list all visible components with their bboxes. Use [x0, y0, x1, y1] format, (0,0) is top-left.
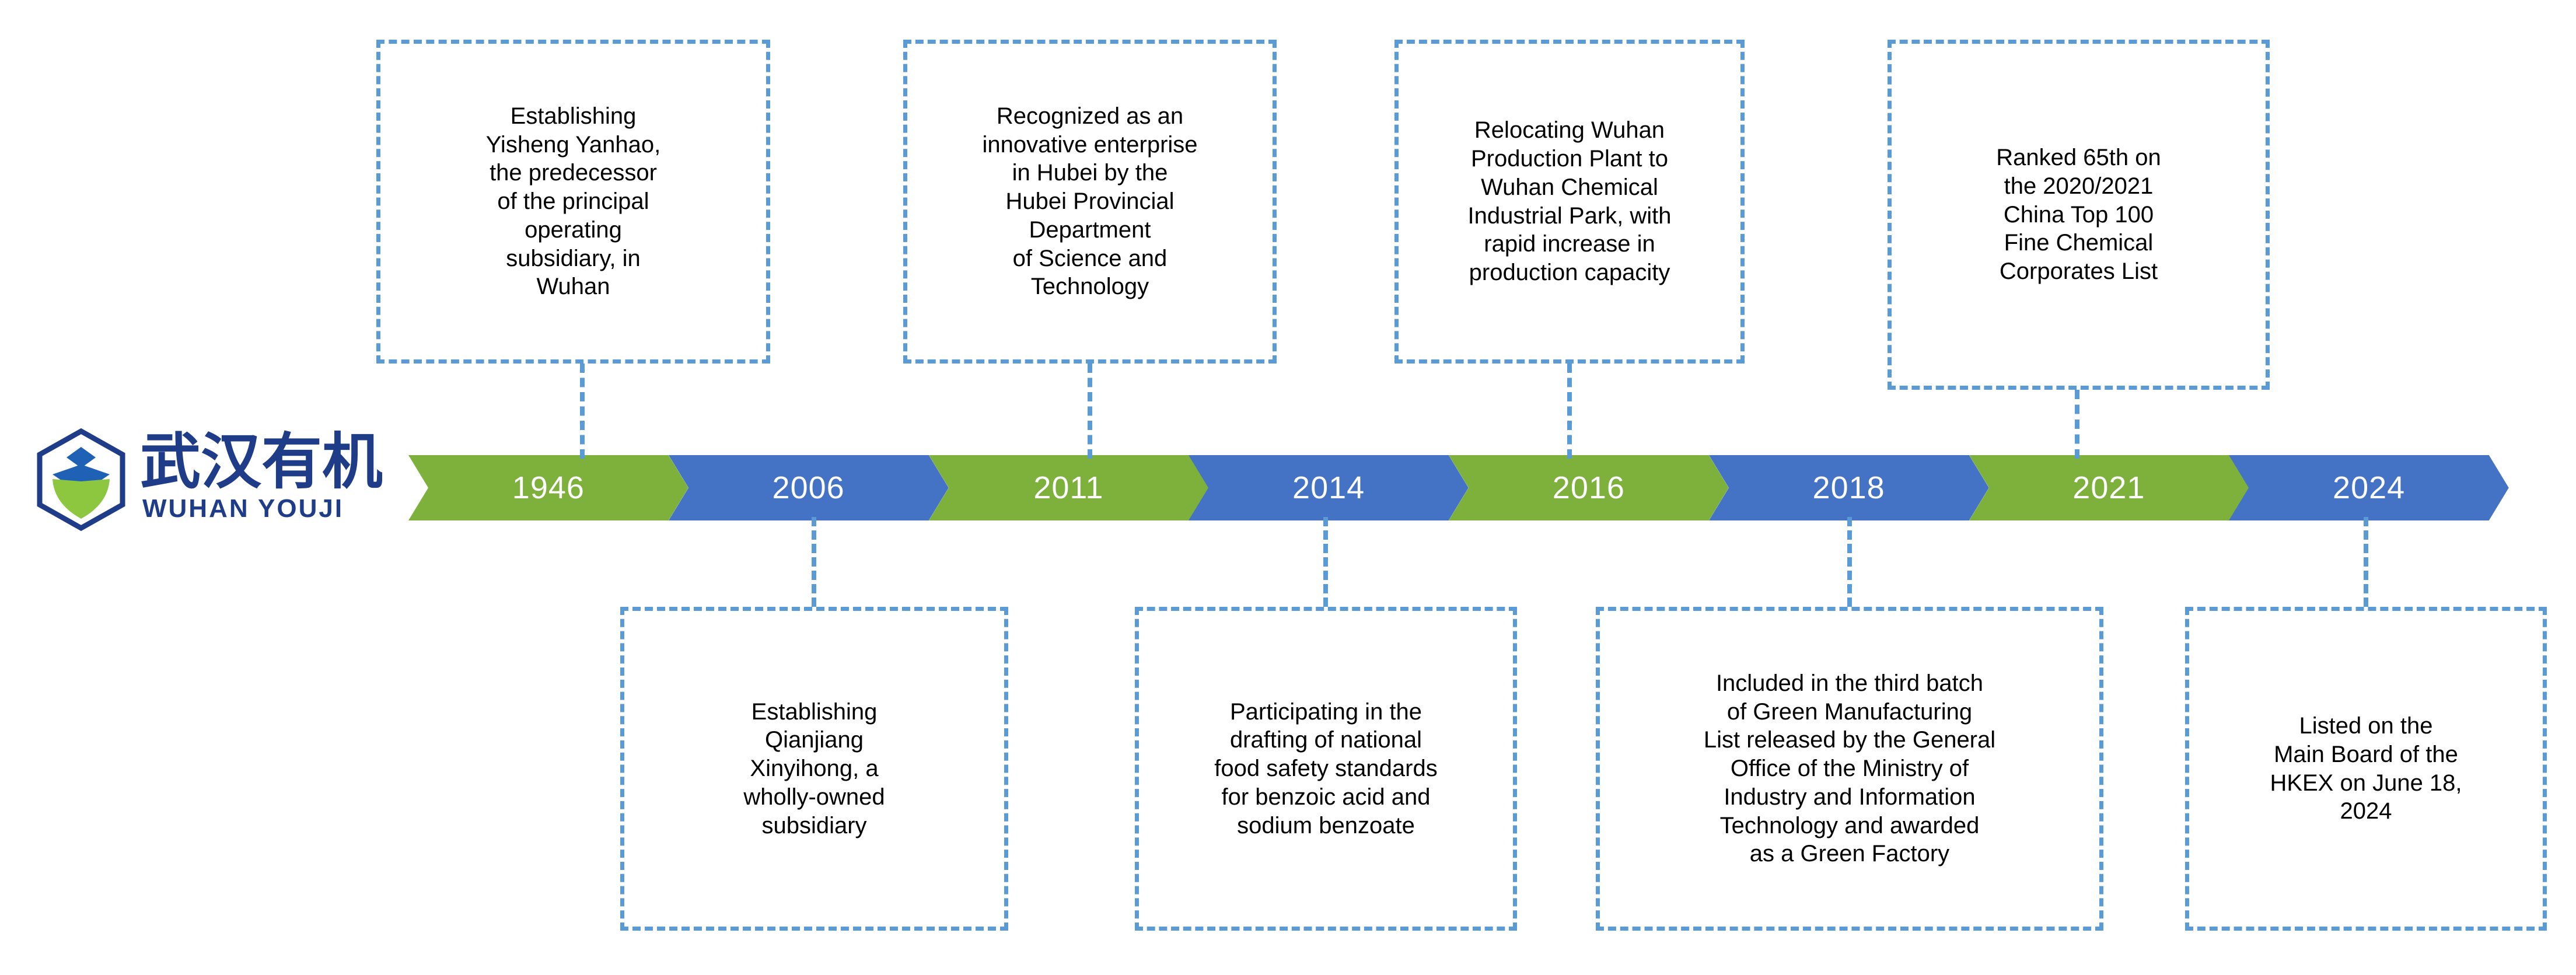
connector-line-2016 [1567, 364, 1572, 459]
hexagon-leaf-logo-icon [29, 428, 133, 532]
milestone-text: Listed on the Main Board of the HKEX on … [2270, 712, 2462, 824]
company-logo: 武汉有机 WUHAN YOUJI [23, 423, 385, 532]
milestone-text: Ranked 65th on the 2020/2021 China Top 1… [1996, 145, 2161, 285]
timeline-chevron-2018[interactable]: 2018 [1708, 455, 1989, 520]
connector-line-2011 [1088, 364, 1092, 459]
svg-text:武汉有机: 武汉有机 [140, 427, 382, 497]
milestone-box-2011[interactable]: Recognized as an innovative enterprise i… [903, 40, 1277, 364]
milestone-text: Participating in the drafting of nationa… [1214, 698, 1438, 838]
milestone-box-2006[interactable]: Establishing Qianjiang Xinyihong, a whol… [620, 607, 1008, 931]
timeline-year-label: 2021 [2072, 470, 2145, 505]
milestone-text: Establishing Yisheng Yanhao, the predece… [485, 103, 661, 300]
connector-line-1946 [580, 364, 585, 459]
timeline-chevron-2021[interactable]: 2021 [1969, 455, 2249, 520]
timeline-chevron-2024[interactable]: 2024 [2229, 455, 2509, 520]
timeline-band: 1946 2006 2011 2014 2016 2018 2021 2024 [408, 455, 2509, 520]
milestone-box-2014[interactable]: Participating in the drafting of nationa… [1135, 607, 1517, 931]
connector-line-2014 [1323, 517, 1328, 607]
timeline-year-label: 2024 [2333, 470, 2406, 505]
timeline-chevron-1946[interactable]: 1946 [408, 455, 688, 520]
milestone-box-2016[interactable]: Relocating Wuhan Production Plant to Wuh… [1394, 40, 1745, 364]
timeline-year-label: 2018 [1812, 470, 1885, 505]
timeline-year-label: 1946 [512, 470, 585, 505]
timeline-year-label: 2011 [1033, 470, 1104, 505]
milestone-box-2024[interactable]: Listed on the Main Board of the HKEX on … [2185, 607, 2547, 931]
milestone-box-2018[interactable]: Included in the third batch of Green Man… [1596, 607, 2103, 931]
connector-line-2021 [2075, 390, 2079, 459]
connector-line-2006 [812, 517, 816, 607]
milestone-box-2021[interactable]: Ranked 65th on the 2020/2021 China Top 1… [1888, 40, 2270, 390]
milestone-text: Relocating Wuhan Production Plant to Wuh… [1467, 117, 1672, 286]
logo-english-name: WUHAN YOUJI [142, 494, 344, 523]
milestone-text: Included in the third batch of Green Man… [1703, 670, 1996, 867]
logo-chinese-name: 武汉有机 [140, 426, 383, 497]
milestone-text: Establishing Qianjiang Xinyihong, a whol… [743, 698, 885, 838]
connector-line-2024 [2364, 517, 2368, 607]
timeline-year-label: 2006 [772, 470, 845, 505]
connector-line-2018 [1847, 517, 1852, 607]
timeline-year-label: 2014 [1292, 470, 1365, 505]
timeline-chevron-2011[interactable]: 2011 [928, 455, 1209, 520]
timeline-chevron-2016[interactable]: 2016 [1449, 455, 1729, 520]
milestone-text: Recognized as an innovative enterprise i… [982, 103, 1198, 300]
timeline-chevron-2014[interactable]: 2014 [1189, 455, 1469, 520]
milestone-box-1946[interactable]: Establishing Yisheng Yanhao, the predece… [376, 40, 770, 364]
timeline-year-label: 2016 [1552, 470, 1625, 505]
timeline-chevron-2006[interactable]: 2006 [668, 455, 949, 520]
